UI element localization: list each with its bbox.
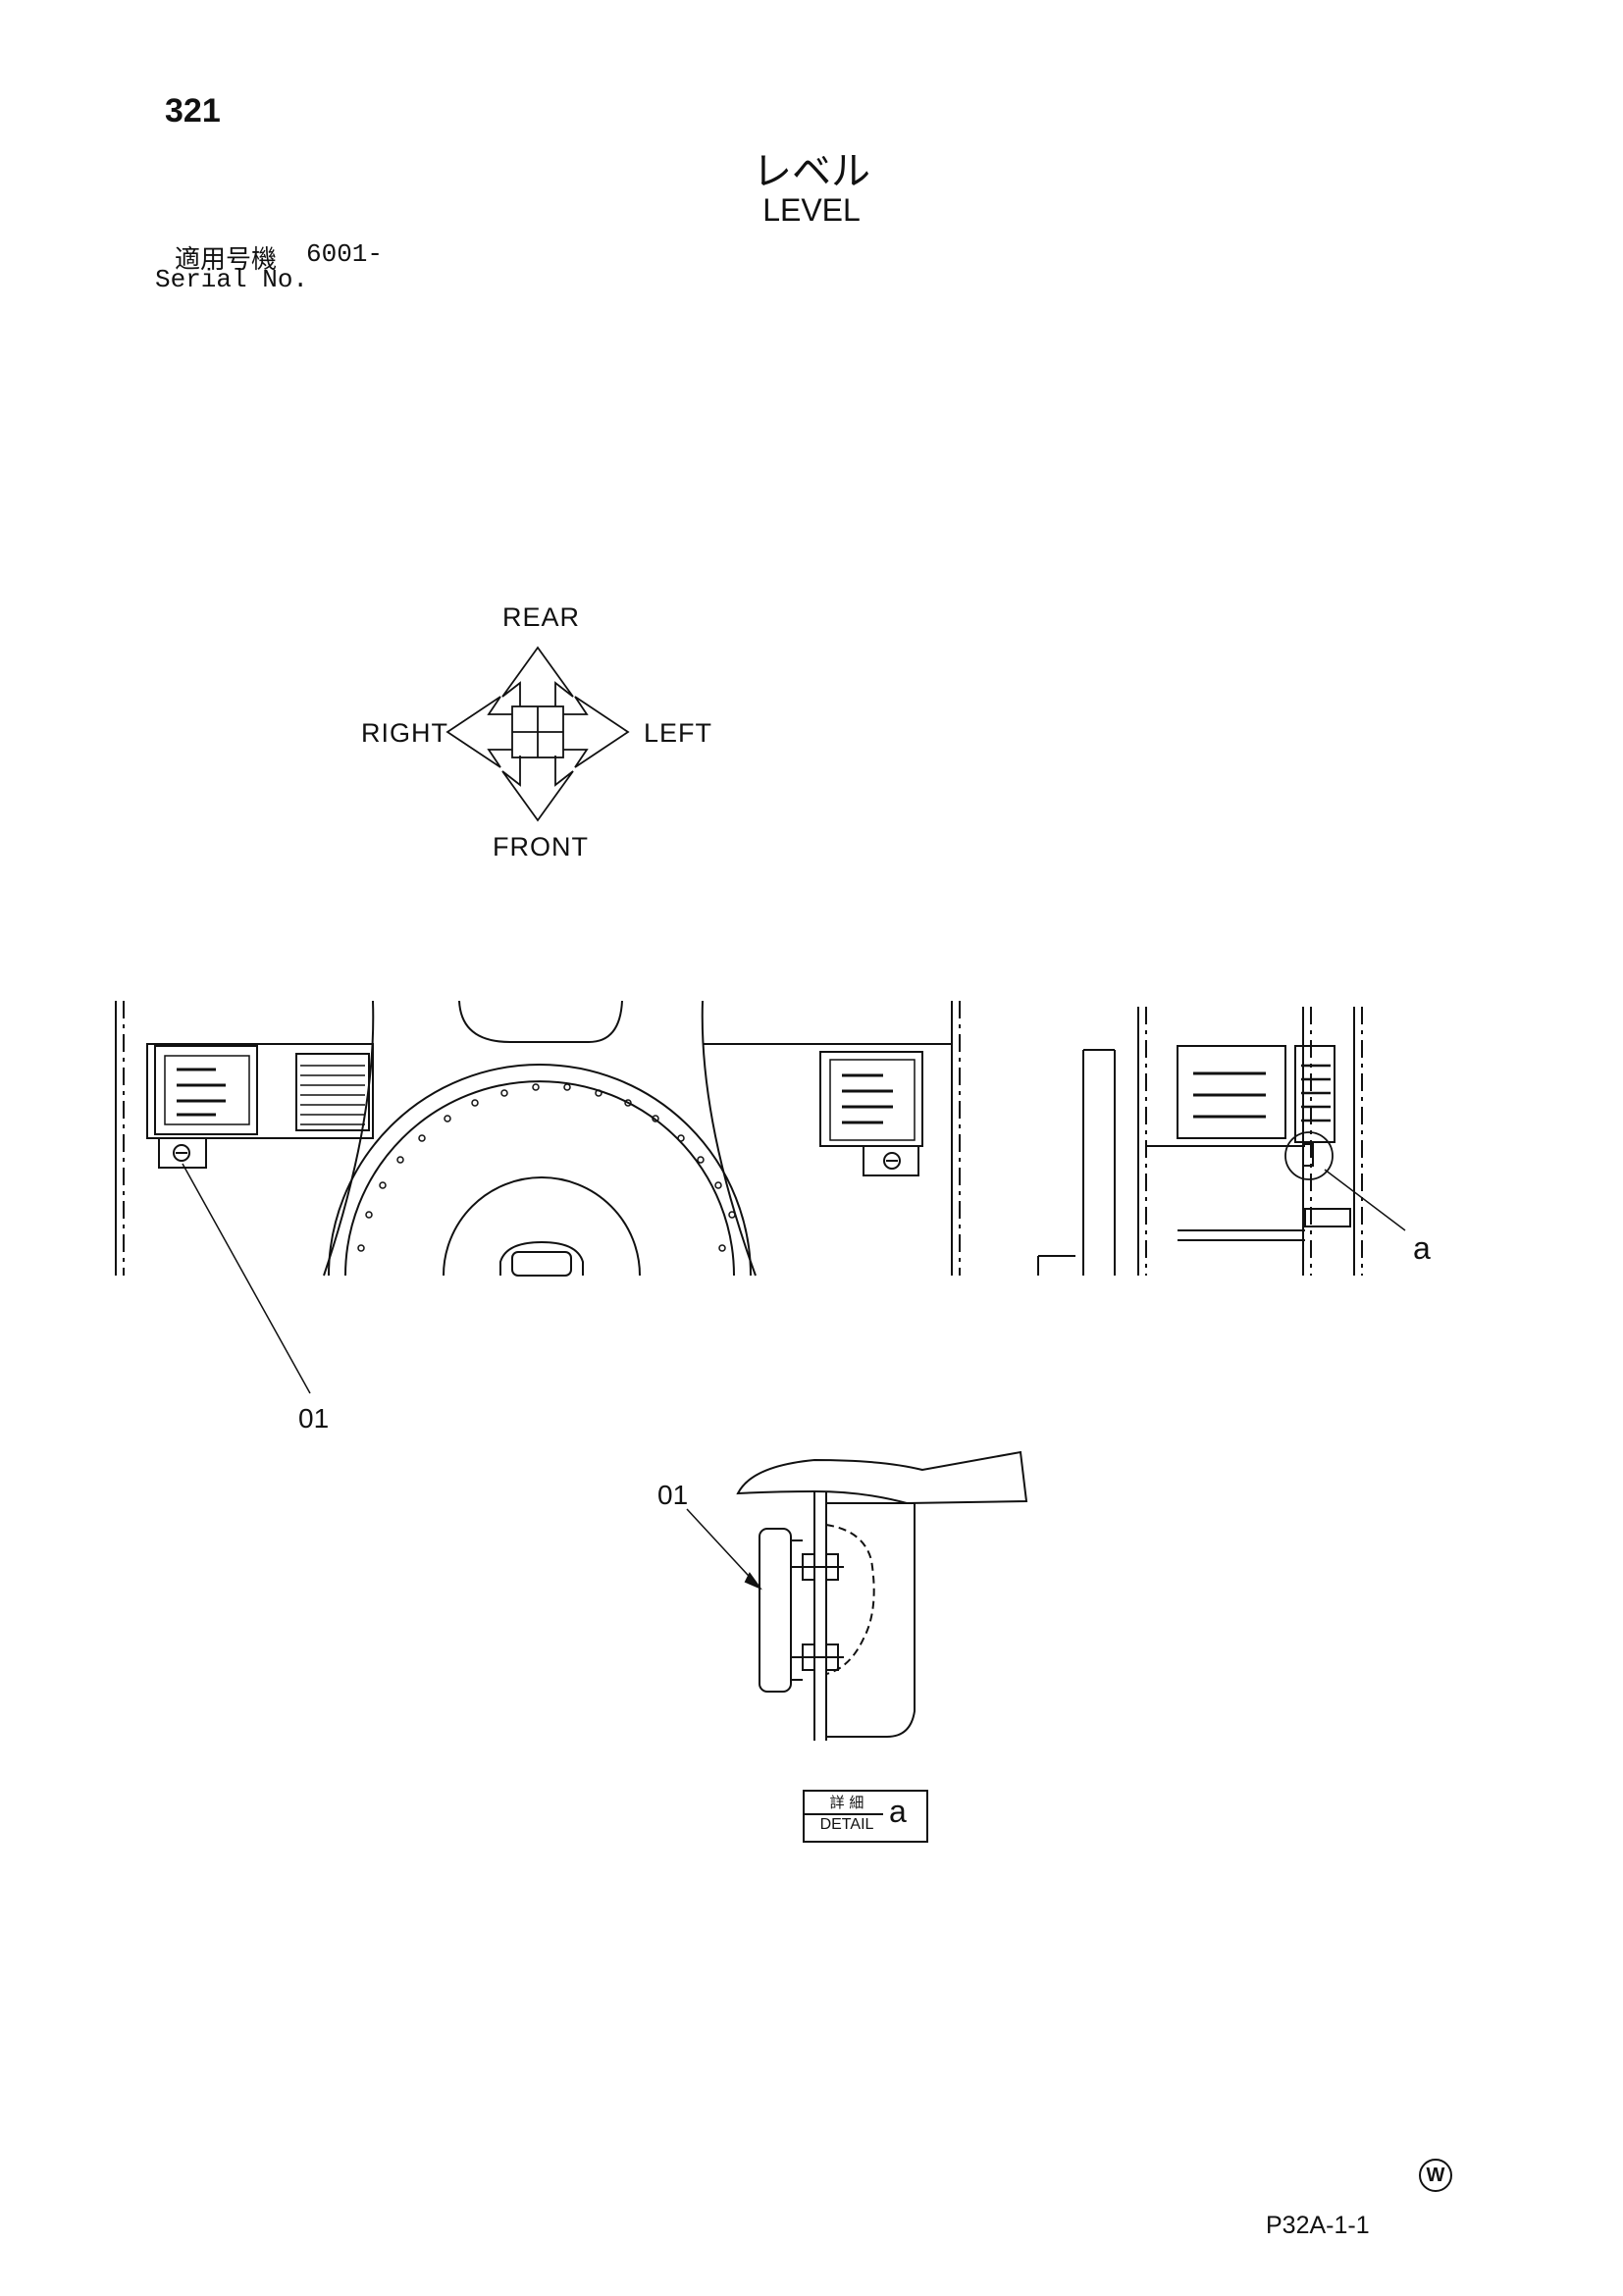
- watermark-w-icon: W: [1419, 2159, 1452, 2192]
- serial-label-en: Serial No.: [155, 265, 309, 294]
- page-number: 321: [165, 92, 221, 130]
- title-japanese: レベル: [753, 150, 870, 193]
- direction-front-label: FRONT: [493, 832, 589, 861]
- detail-label-japanese: 詳 細: [829, 1794, 864, 1811]
- detail-label-box: [803, 1790, 928, 1843]
- direction-right-label: RIGHT: [361, 718, 448, 748]
- bolt-circle: [357, 1083, 736, 1252]
- orientation-cross-arrow: [445, 646, 630, 822]
- serial-number: 6001-: [306, 239, 384, 269]
- detail-a-drawing: [686, 1450, 1028, 1741]
- document-code: P32A-1-1: [1266, 2212, 1370, 2239]
- callout-detail-a: a: [1413, 1230, 1431, 1266]
- detail-label-english: DETAIL: [819, 1816, 874, 1833]
- detail-label-letter: a: [889, 1794, 907, 1829]
- callout-part-01-detail: 01: [657, 1480, 689, 1510]
- direction-left-label: LEFT: [644, 718, 713, 748]
- side-view-drawing: [1037, 1007, 1406, 1276]
- title-english: LEVEL: [762, 192, 861, 228]
- serial-label-jp: 適用号機: [175, 245, 278, 275]
- front-view-drawing: [115, 1000, 961, 1394]
- callout-part-01: 01: [298, 1403, 330, 1434]
- direction-rear-label: REAR: [502, 602, 581, 632]
